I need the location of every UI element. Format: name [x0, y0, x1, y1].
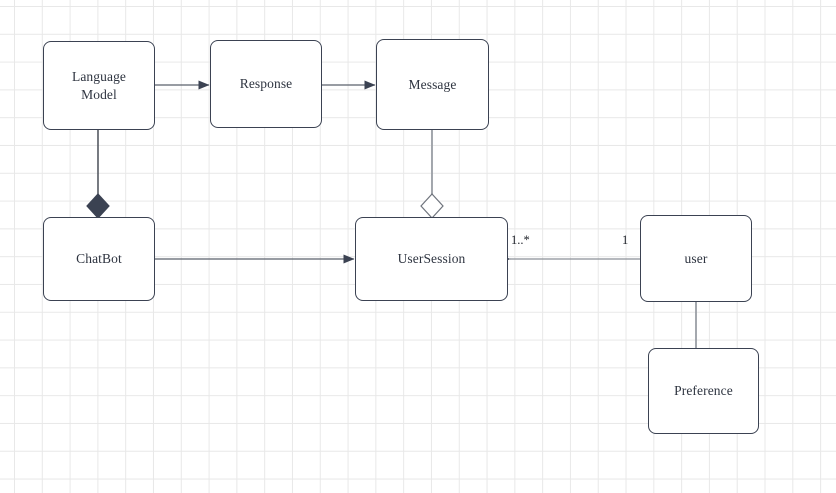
edge-language-model-to-chatbot — [86, 130, 110, 219]
node-response[interactable]: Response — [210, 40, 322, 128]
node-language-model-label: Language Model — [71, 68, 127, 102]
node-usersession-label: UserSession — [397, 251, 466, 267]
node-response-label: Response — [239, 76, 293, 92]
node-user-label: user — [684, 250, 708, 266]
multiplicity-label-user: 1 — [622, 233, 629, 247]
node-chatbot[interactable]: ChatBot — [43, 217, 155, 301]
node-message[interactable]: Message — [376, 39, 489, 130]
node-language-model[interactable]: Language Model — [43, 41, 155, 130]
node-preference[interactable]: Preference — [648, 348, 759, 434]
node-chatbot-label: ChatBot — [76, 251, 122, 267]
multiplicity-label-usersession: 1..* — [511, 233, 530, 247]
edge-message-to-usersession — [420, 130, 444, 219]
aggregation-diamond-icon — [420, 193, 444, 219]
node-user[interactable]: user — [640, 215, 752, 302]
node-preference-label: Preference — [674, 383, 733, 399]
composition-diamond-icon — [86, 193, 110, 219]
node-message-label: Message — [408, 76, 457, 92]
node-usersession[interactable]: UserSession — [355, 217, 508, 301]
